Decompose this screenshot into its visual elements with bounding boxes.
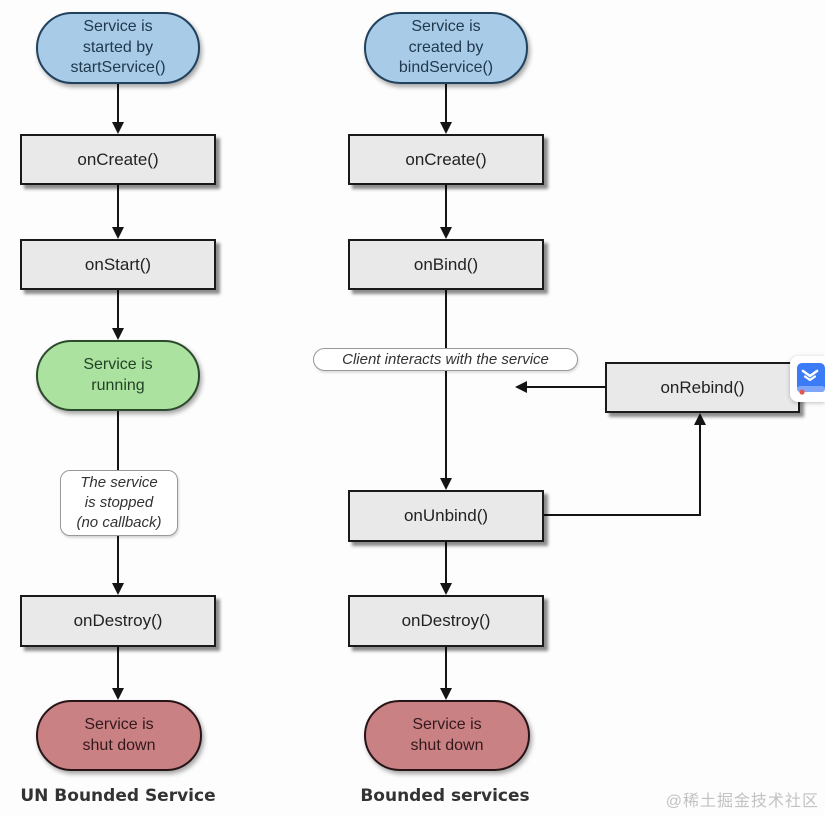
connector-start-oncreate xyxy=(117,84,119,124)
watermark: @稀土掘金技术社区 xyxy=(665,793,819,810)
arrowhead-down-icon xyxy=(112,583,124,595)
node-ondestroy-right: onDestroy() xyxy=(348,595,544,647)
node-onbind: onBind() xyxy=(348,239,544,290)
right-column-title: Bounded services xyxy=(360,786,530,806)
connector-onunbind-onrebind-horizontal xyxy=(544,514,701,516)
node-shutdown-right: Service is shut down xyxy=(364,700,530,771)
node-created-by-bindservice: Service is created by bindService() xyxy=(364,12,528,84)
arrowhead-down-icon xyxy=(112,688,124,700)
arrowhead-down-icon xyxy=(112,328,124,340)
arrowhead-up-icon xyxy=(694,413,706,425)
arrowhead-down-icon xyxy=(440,227,452,239)
arrowhead-down-icon xyxy=(440,583,452,595)
arrowhead-down-icon xyxy=(440,478,452,490)
left-column-title: UN Bounded Service xyxy=(20,786,216,806)
connector-onrebind-client xyxy=(527,386,605,388)
floating-reader-widget[interactable] xyxy=(790,356,825,402)
node-oncreate-left: onCreate() xyxy=(20,134,216,185)
arrowhead-down-icon xyxy=(440,122,452,134)
connector-oncreate-onstart xyxy=(117,185,119,229)
node-onstart: onStart() xyxy=(20,239,216,290)
connector-start-oncreate xyxy=(445,84,447,124)
arrowhead-down-icon xyxy=(440,688,452,700)
node-ondestroy-left: onDestroy() xyxy=(20,595,216,647)
node-onunbind: onUnbind() xyxy=(348,490,544,542)
node-shutdown-left: Service is shut down xyxy=(36,700,202,771)
connector-ondestroy-shutdown xyxy=(117,647,119,690)
node-service-running: Service is running xyxy=(36,340,200,411)
connector-onbind-onunbind xyxy=(445,290,447,480)
node-oncreate-right: onCreate() xyxy=(348,134,544,185)
connector-onunbind-ondestroy xyxy=(445,542,447,585)
connector-ondestroy-shutdown xyxy=(445,647,447,690)
arrowhead-down-icon xyxy=(112,227,124,239)
connector-oncreate-onbind xyxy=(445,185,447,229)
arrowhead-left-icon xyxy=(515,381,527,393)
note-client-interacts: Client interacts with the service xyxy=(313,348,578,371)
connector-onunbind-onrebind-vertical xyxy=(699,425,701,516)
node-onrebind: onRebind() xyxy=(605,362,800,413)
arrowhead-down-icon xyxy=(112,122,124,134)
node-started-by-startservice: Service is started by startService() xyxy=(36,12,200,84)
juejin-book-icon xyxy=(797,363,825,395)
connector-onstart-running xyxy=(117,290,119,330)
note-service-stopped: The service is stopped (no callback) xyxy=(60,470,178,536)
